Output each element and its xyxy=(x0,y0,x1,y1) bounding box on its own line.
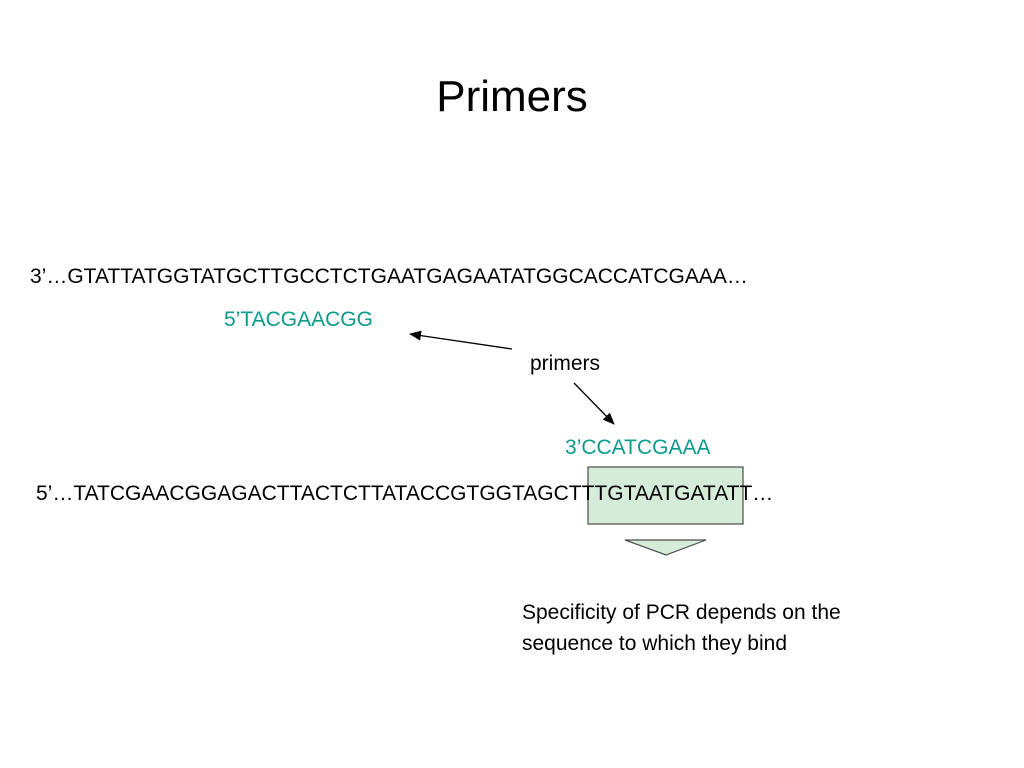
arrow-to-bottom-primer xyxy=(573,382,615,425)
primers-label: primers xyxy=(530,352,601,375)
forward-primer: 5’TACGAACGG xyxy=(224,308,373,331)
slide-title: Primers xyxy=(436,72,588,121)
arrow-to-top-primer xyxy=(409,330,513,350)
binding-region-highlight xyxy=(587,466,744,525)
down-arrow-icon xyxy=(624,539,707,556)
specificity-note: Specificity of PCR depends on the sequen… xyxy=(522,601,841,655)
bottom-dna-strand: 5’…TATCGAACGGAGACTTACTCTTATACCGTGGTAGCTT… xyxy=(36,482,774,505)
reverse-primer: 3’CCATCGAAA xyxy=(565,436,711,459)
top-dna-strand: 3’…GTATTATGGTATGCTTGCCTCTGAATGAGAATATGGC… xyxy=(30,265,748,288)
